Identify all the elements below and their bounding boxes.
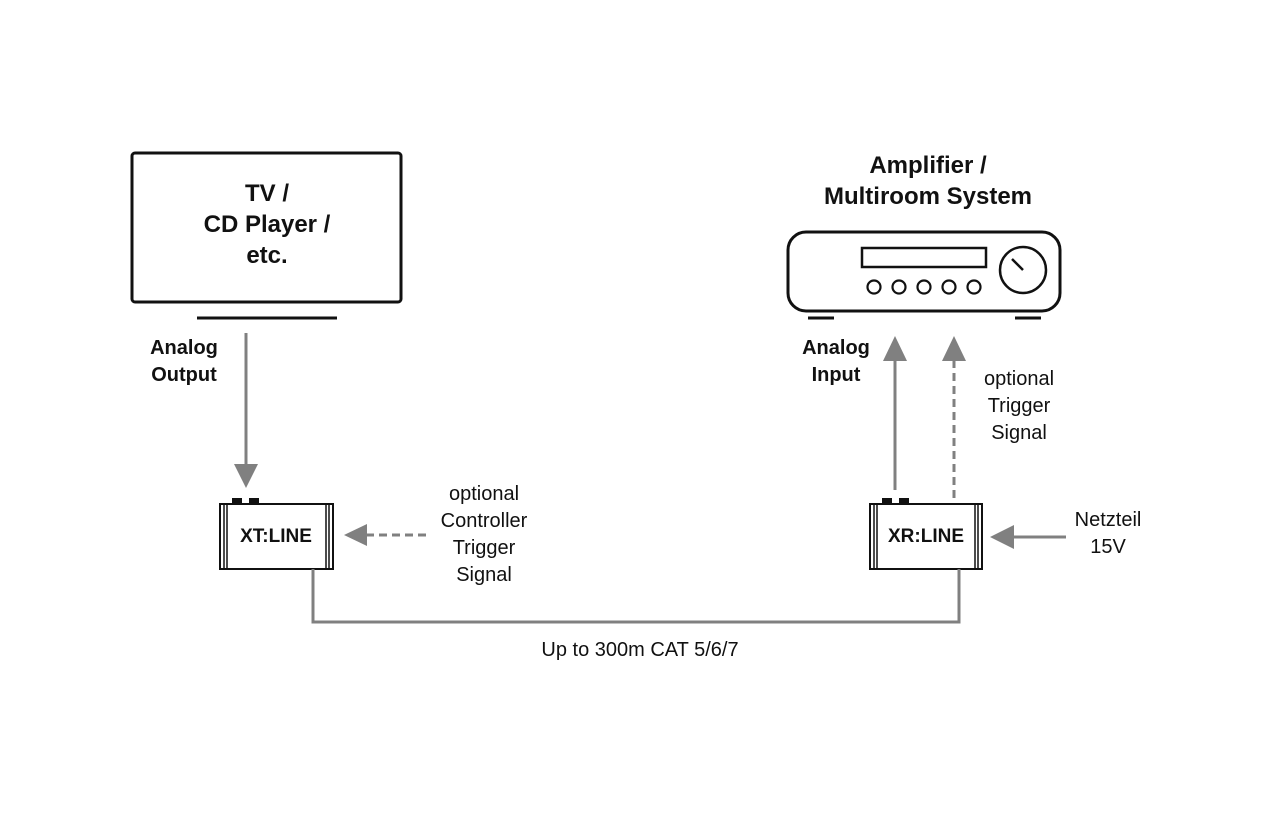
controller-trigger-label: optional Controller Trigger Signal	[440, 483, 528, 586]
xt-line-label: XT:LINE	[240, 526, 312, 547]
trigger-signal-label: optional Trigger Signal	[983, 368, 1055, 444]
amplifier-title: Amplifier / Multiroom System	[823, 152, 1033, 210]
tv-title: TV / CD Player / etc.	[203, 180, 331, 269]
power-supply-arrow	[990, 525, 1066, 549]
trigger-signal-arrow	[942, 336, 966, 498]
xr-line-label: XR:LINE	[888, 526, 964, 547]
amplifier-icon	[786, 230, 1062, 320]
cat-cable-line	[311, 569, 961, 624]
analog-output-arrow	[234, 333, 258, 488]
analog-output-label: Analog Output	[150, 337, 218, 386]
analog-input-label: Analog Input	[802, 337, 870, 386]
analog-input-arrow	[883, 336, 907, 490]
tv-icon	[130, 151, 403, 320]
cable-label: Up to 300m CAT 5/6/7	[541, 639, 739, 661]
xr-line-box	[869, 498, 983, 570]
xt-line-box	[219, 498, 334, 570]
power-supply-label: Netzteil 15V	[1074, 509, 1142, 558]
controller-trigger-arrow	[344, 524, 426, 546]
